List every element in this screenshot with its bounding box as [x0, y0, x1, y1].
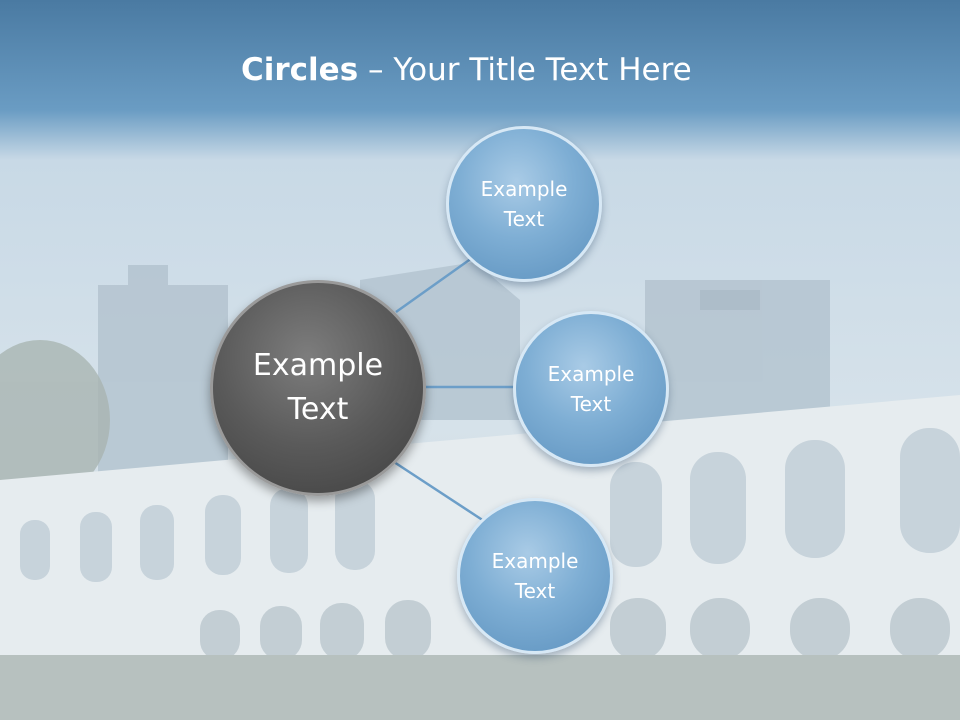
center-circle: Example Text	[210, 280, 426, 496]
node-circle-middle: Example Text	[513, 311, 669, 467]
connector-line	[393, 460, 485, 523]
title-rest: – Your Title Text Here	[358, 52, 692, 88]
node-circle-top: Example Text	[446, 126, 602, 282]
node-circle-bottom: Example Text	[457, 498, 613, 654]
connector-line	[395, 256, 473, 314]
title-bold: Circles	[241, 52, 359, 88]
slide-title: Circles – Your Title Text Here	[0, 52, 960, 88]
